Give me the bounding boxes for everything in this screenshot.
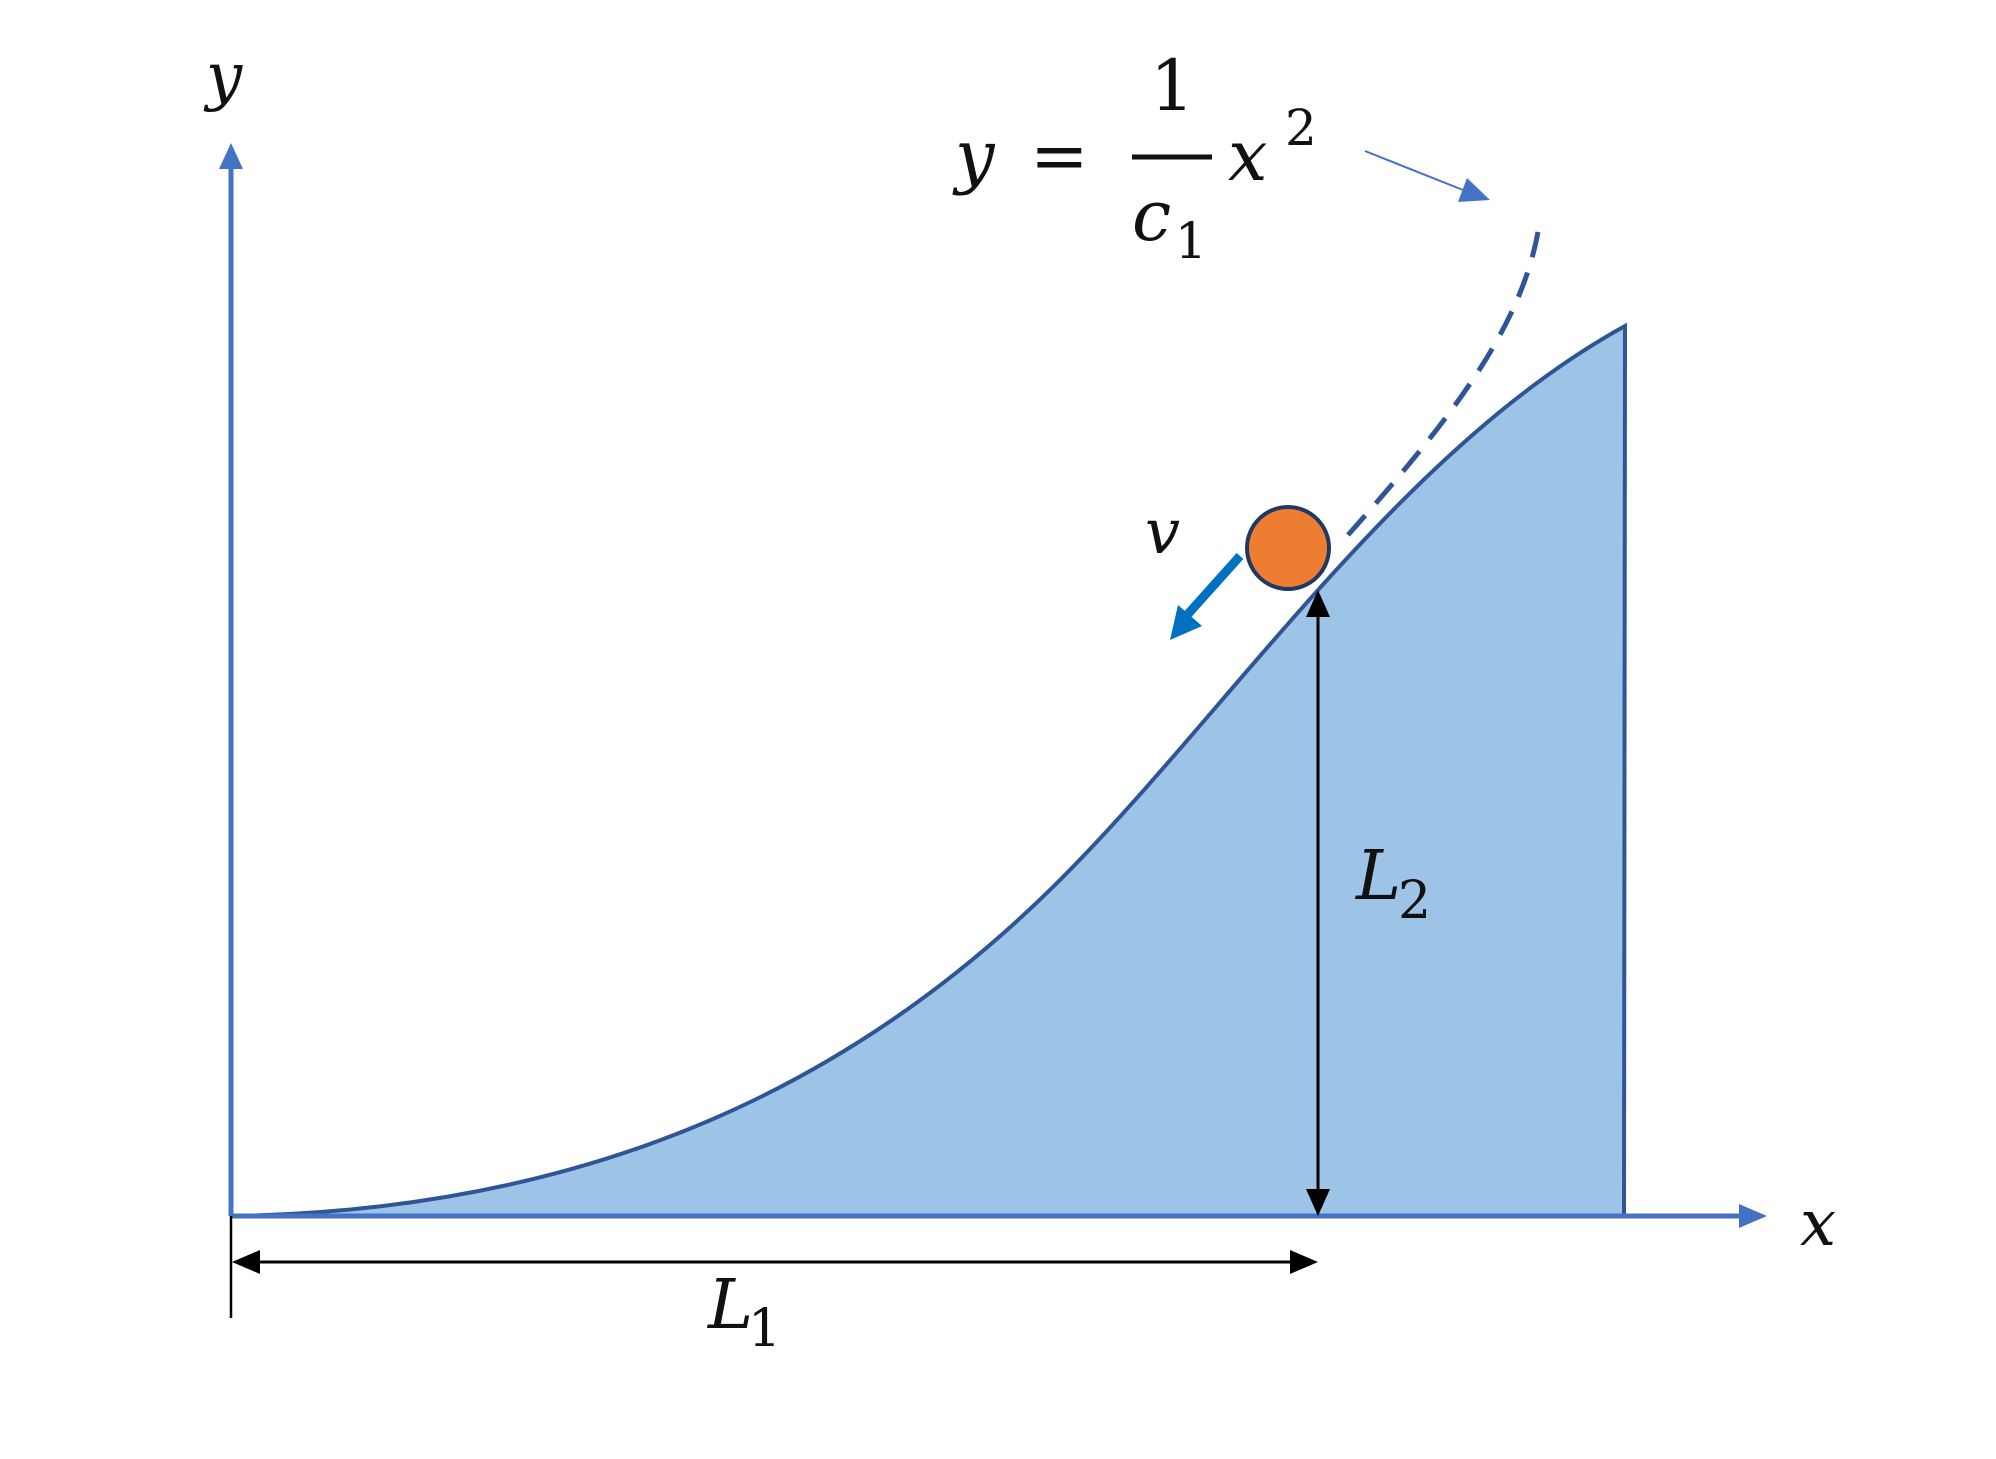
y-axis-label: y (203, 40, 243, 114)
parabola-equation: y = 1 c 1 x 2 (952, 45, 1317, 270)
l1-left-arrowhead (232, 1250, 260, 1274)
l2-top-arrowhead (1306, 590, 1330, 617)
l1-label-symbol: L (706, 1266, 753, 1345)
parabola-dashed-curve (1346, 231, 1541, 537)
l2-label-subscript: 2 (1398, 871, 1431, 931)
equation-denominator-symbol: c (1132, 175, 1171, 257)
ramp-curve (231, 322, 1628, 1218)
equation-lhs: y (952, 115, 996, 197)
x-axis-arrowhead (1739, 1204, 1767, 1228)
x-axis-label: x (1800, 1187, 1836, 1261)
l2-bottom-arrowhead (1306, 1189, 1330, 1216)
velocity-label: v (1145, 495, 1180, 568)
equation-numerator: 1 (1150, 45, 1195, 127)
equation-variable: x (1228, 115, 1267, 197)
l2-label-symbol: L (1354, 837, 1401, 916)
l1-right-arrowhead (1290, 1250, 1318, 1274)
l1-label-subscript: 1 (748, 1299, 781, 1359)
equation-denominator-subscript: 1 (1175, 212, 1207, 270)
equation-equals: = (1030, 115, 1089, 197)
y-axis-arrowhead (219, 143, 243, 169)
velocity-arrow (1184, 552, 1244, 618)
equation-exponent: 2 (1285, 99, 1317, 157)
velocity-arrowhead (1170, 605, 1202, 640)
equation-pointer-line (1364, 150, 1469, 193)
equation-pointer-arrowhead (1458, 178, 1490, 202)
ramp-fill (232, 326, 1625, 1216)
ball (1245, 505, 1331, 591)
